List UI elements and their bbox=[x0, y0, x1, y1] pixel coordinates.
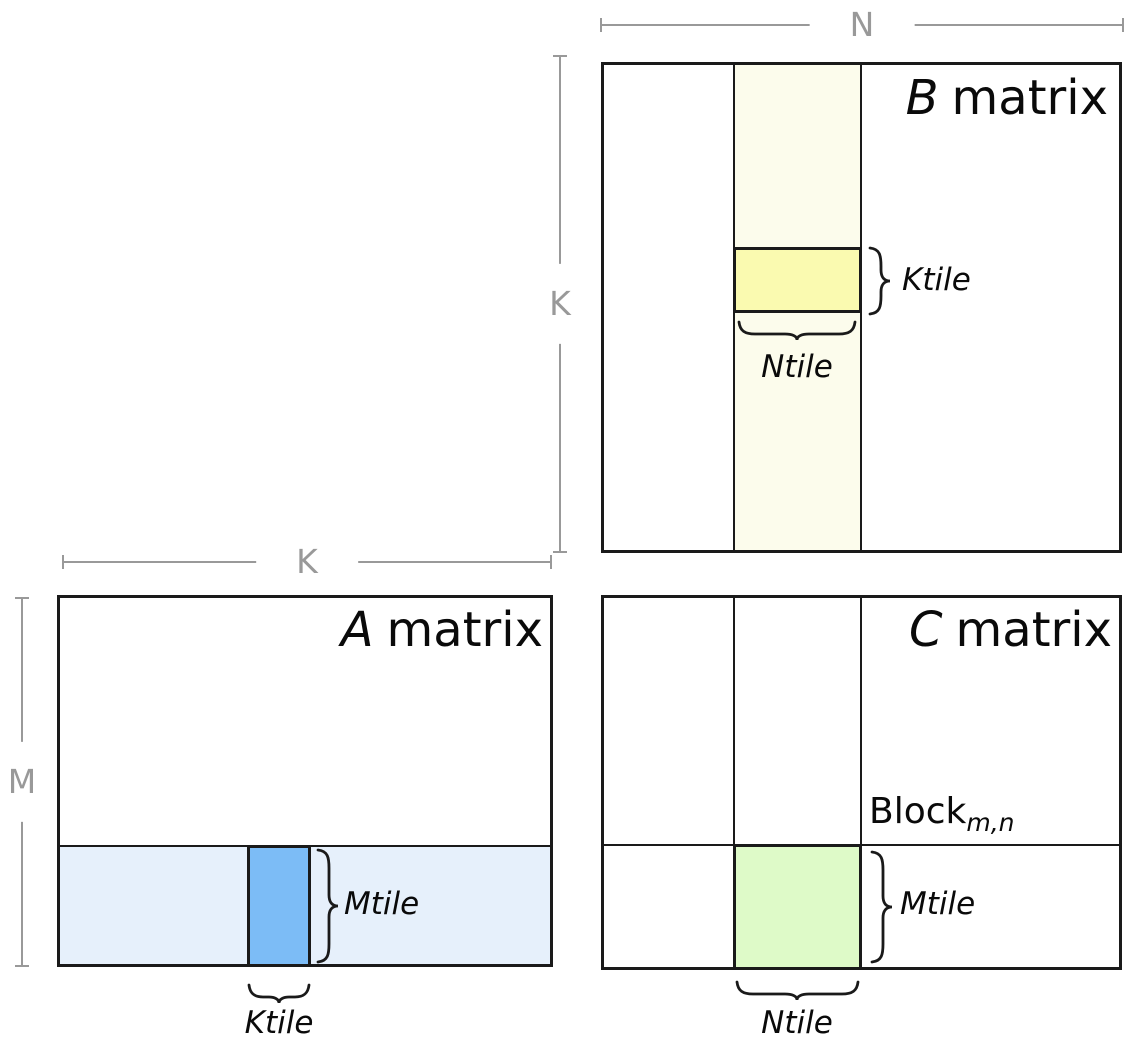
a-mtile-label: Mtile bbox=[344, 886, 420, 922]
c-matrix-title-word: matrix bbox=[955, 602, 1112, 658]
a-ktile-underbrace-icon bbox=[247, 983, 311, 1004]
c-column-line-left bbox=[733, 595, 735, 970]
c-block-label-subscript: m,n bbox=[966, 808, 1015, 837]
c-block-label: Blockm,n bbox=[869, 791, 1015, 837]
dim-k-vertical-tick-top bbox=[553, 55, 567, 57]
c-column-line-right bbox=[860, 595, 862, 970]
b-matrix-title-letter: B bbox=[905, 70, 939, 126]
b-ktile-label: Ktile bbox=[902, 262, 971, 298]
dim-k-vertical: K bbox=[547, 55, 573, 553]
dim-k-vertical-label: K bbox=[547, 263, 573, 345]
dim-k-horizontal-label: K bbox=[256, 543, 358, 581]
b-ntile-underbrace-icon bbox=[737, 320, 857, 341]
b-ktile-brace-icon bbox=[868, 246, 891, 316]
a-matrix-title-word: matrix bbox=[386, 602, 543, 658]
dim-m-label: M bbox=[5, 741, 39, 823]
c-mtile-brace-icon bbox=[870, 850, 893, 964]
dim-k-vertical-tick-bottom bbox=[553, 551, 567, 553]
a-ktile-label: Ktile bbox=[244, 1005, 314, 1041]
dim-m-tick-bottom bbox=[15, 965, 29, 967]
c-matrix-outline bbox=[601, 595, 1122, 970]
dim-n: N bbox=[600, 6, 1124, 44]
dim-k-horizontal: K bbox=[62, 543, 552, 581]
a-matrix-title-letter: A bbox=[340, 602, 374, 658]
a-mtile-brace-icon bbox=[316, 848, 339, 964]
c-block-label-base: Block bbox=[869, 791, 967, 832]
b-ntile-label: Ntile bbox=[761, 349, 833, 385]
c-matrix-title-letter: C bbox=[909, 602, 943, 658]
dim-n-tick-right bbox=[1122, 18, 1124, 32]
dim-m-tick-top bbox=[15, 597, 29, 599]
b-matrix-outline bbox=[601, 62, 1122, 553]
dim-n-label: N bbox=[809, 6, 915, 44]
c-mtile-label: Mtile bbox=[900, 886, 976, 922]
dim-k-horizontal-tick-right bbox=[550, 555, 552, 569]
dim-m: M bbox=[5, 597, 39, 967]
dim-k-horizontal-tick-left bbox=[62, 555, 64, 569]
dim-n-tick-left bbox=[600, 18, 602, 32]
b-matrix-title-word: matrix bbox=[951, 70, 1108, 126]
a-matrix-outline bbox=[57, 595, 553, 967]
c-ntile-underbrace-icon bbox=[735, 980, 860, 1001]
c-ntile-label: Ntile bbox=[761, 1005, 833, 1041]
b-ktile-block bbox=[733, 247, 862, 313]
